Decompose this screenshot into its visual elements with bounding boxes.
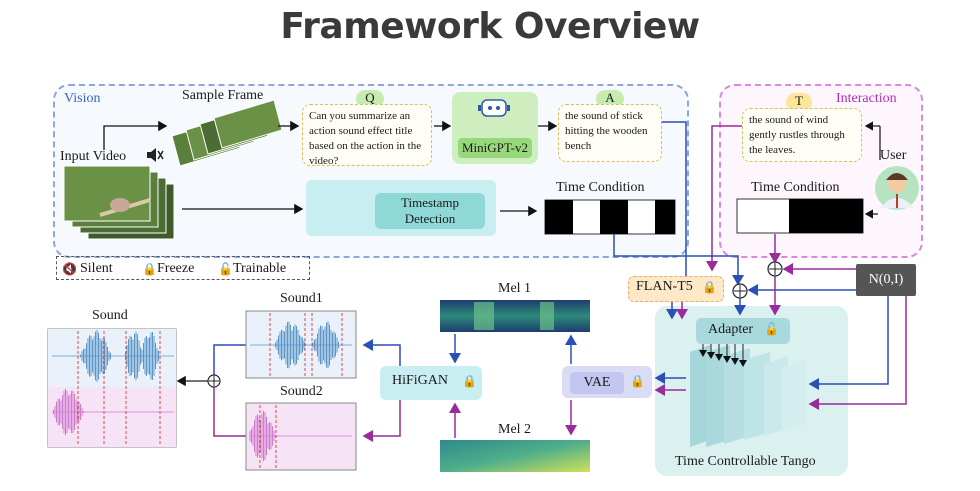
muted-speaker-icon: [147, 148, 164, 162]
legend-silent: Silent: [80, 261, 113, 276]
adapter-box: [696, 318, 790, 344]
question-box: Can you summarize an action sound effect…: [302, 104, 432, 167]
hifigan-box: [380, 366, 482, 400]
vision-time-bar: [544, 199, 676, 235]
plus-node-3: [207, 374, 221, 388]
hifigan-label: HiFiGAN: [392, 373, 449, 388]
sample-frame-label: Sample Frame: [182, 88, 264, 103]
robot-icon: [478, 99, 510, 117]
flan-lock-icon: 🔒: [702, 280, 717, 294]
input-video-label: Input Video: [60, 149, 127, 164]
vision-time-condition-label: Time Condition: [556, 180, 645, 195]
mel1-spectrogram: [440, 300, 590, 332]
diagram-title: Framework Overview: [280, 6, 700, 47]
vae-label: VAE: [570, 372, 624, 394]
input-video-frames: [63, 165, 175, 240]
legend-freeze: Freeze: [157, 261, 195, 276]
user-avatar-icon: [875, 166, 919, 210]
answer-box: the sound of stick hitting the wooden be…: [558, 104, 662, 162]
mel2-spectrogram: [440, 440, 590, 472]
minigpt-label: MiniGPT-v2: [458, 138, 532, 158]
sound-pink-waveform: [52, 388, 174, 436]
sound2-label: Sound2: [280, 384, 323, 399]
sound-combined-panel: [47, 328, 177, 448]
t-tag: T: [786, 93, 812, 111]
a-tag: A: [596, 90, 624, 108]
noise-box: N(0,I): [856, 264, 916, 296]
sound2-panel: [245, 402, 357, 471]
q-tag: Q: [356, 90, 384, 108]
adapter-unlock-icon: 🔓: [764, 322, 779, 336]
interaction-text-box: the sound of wind gently rustles through…: [742, 108, 862, 162]
plus-node-1: [767, 261, 783, 277]
hifigan-lock-icon: 🔒: [462, 374, 477, 388]
legend-trainable: Trainable: [233, 261, 287, 276]
mel2-label: Mel 2: [498, 422, 532, 437]
sound-label: Sound: [92, 308, 128, 323]
interaction-time-bar: [736, 198, 864, 234]
sound1-label: Sound1: [280, 291, 323, 306]
vae-lock-icon: 🔒: [630, 374, 645, 388]
flan-t5-label: FLAN-T5: [636, 279, 693, 294]
timestamp-detection-label: Timestamp Detection: [375, 193, 485, 229]
sound-blue-waveform: [52, 330, 174, 382]
legend: [56, 256, 310, 280]
vision-label: Vision: [64, 91, 101, 106]
tango-layers: [690, 345, 806, 447]
user-label: User: [880, 148, 907, 163]
adapter-label: Adapter: [708, 322, 754, 337]
interaction-time-condition-label: Time Condition: [751, 180, 840, 195]
plus-node-2: [732, 283, 748, 299]
interaction-label: Interaction: [836, 91, 897, 106]
sample-frame-stack: [171, 99, 283, 167]
tango-label: Time Controllable Tango: [675, 454, 816, 469]
sound1-waveform: [250, 321, 352, 369]
silent-icon: 🔇: [62, 262, 77, 276]
mel1-label: Mel 1: [498, 281, 532, 296]
trainable-unlock-icon: 🔓: [218, 262, 233, 276]
flan-t5-box: [628, 276, 724, 302]
freeze-lock-icon: 🔒: [142, 262, 157, 276]
